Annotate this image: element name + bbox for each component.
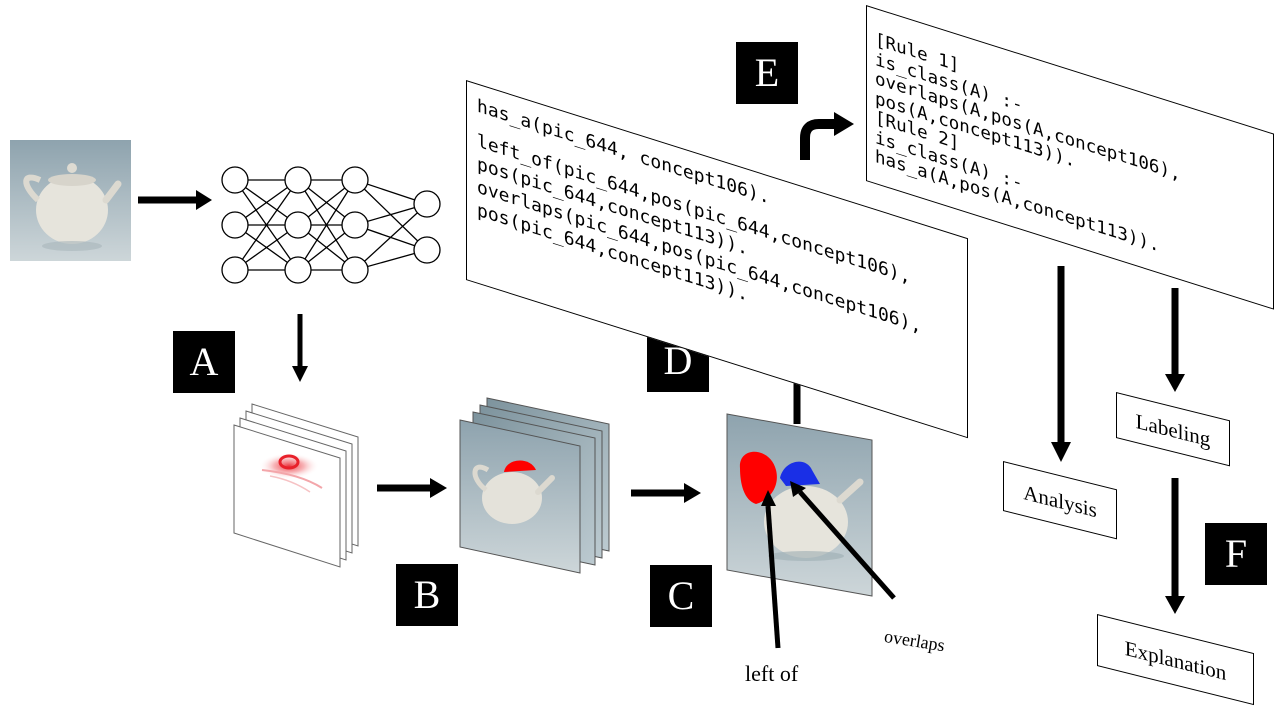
input-teapot-image [10,140,131,261]
analysis-label: Analysis [1023,480,1097,523]
neural-network-icon [221,166,441,284]
arrow-heatmaps-to-masks [377,478,447,498]
overlaps-pointer [790,481,896,600]
composite-concept-image [726,413,873,597]
step-e-label: E [736,42,798,104]
arrow-network-to-heatmaps [292,314,308,382]
arrow-rules-to-labeling [1165,288,1185,392]
masked-image-stack [459,397,610,574]
step-b-label: B [396,564,458,626]
network-nodes [221,166,441,284]
arrow-masks-to-composite [631,483,701,503]
arrow-labeling-to-explanation [1165,478,1185,614]
heatmap-stack [233,403,359,568]
step-f-label: F [1205,523,1267,585]
concept113-region [780,461,820,486]
left-of-pointer [761,490,781,649]
arrow-image-to-network [138,190,212,210]
explanation-label: Explanation [1124,635,1227,686]
labeling-label: Labeling [1135,408,1211,452]
arrow-facts-to-rules [800,112,854,160]
network-edges [234,179,428,271]
left-of-label: left of [745,661,799,686]
step-a-label: A [173,331,235,393]
step-c-label: C [650,565,712,627]
arrow-rules-to-analysis [1051,266,1071,462]
